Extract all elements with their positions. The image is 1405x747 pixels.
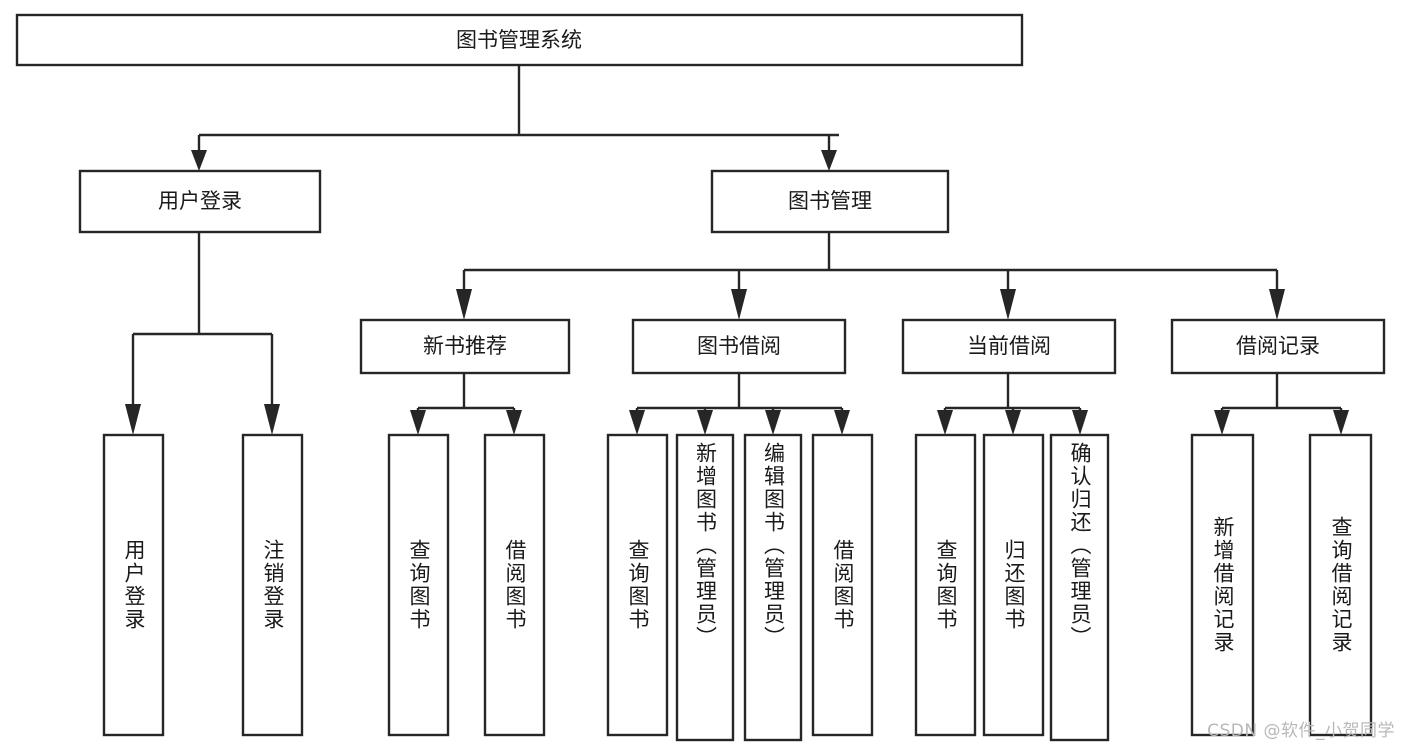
- arrow-leaf-edit-book: [765, 410, 781, 435]
- node-leaf-borrow-book-2-box[interactable]: [811, 433, 874, 737]
- arrow-leaf-return-book: [1005, 410, 1021, 435]
- arrow-leaf-add-book: [697, 410, 713, 435]
- csdn-watermark: CSDN @软件_小贺同学: [1207, 721, 1395, 741]
- leaf-boxes: [102, 433, 1373, 742]
- node-root-label: 图书管理系统: [456, 28, 582, 52]
- node-leaf-query-book-3-box[interactable]: [914, 433, 977, 737]
- node-leaf-add-record-box[interactable]: [1190, 433, 1255, 737]
- arrow-book-borrow: [731, 289, 747, 320]
- connector-group-book-manage-to-level3: [456, 232, 1285, 320]
- node-new-book-rec[interactable]: 新书推荐: [359, 318, 571, 375]
- arrow-user-login: [191, 150, 207, 171]
- arrow-borrow-record: [1269, 289, 1285, 320]
- node-borrow-record-label: 借阅记录: [1236, 334, 1320, 358]
- node-root-box[interactable]: [15, 13, 1024, 67]
- arrow-current-borrow: [1000, 289, 1016, 320]
- arrow-leaf-query-record: [1333, 410, 1349, 435]
- arrow-leaf-query-book-2: [629, 410, 645, 435]
- node-borrow-record[interactable]: 借阅记录: [1170, 318, 1386, 375]
- connector-group-new-book-rec-to-leaves: [410, 373, 522, 435]
- connector-group-current-borrow-to-leaves: [937, 373, 1088, 435]
- node-leaf-user-login-box[interactable]: [102, 433, 165, 737]
- arrow-book-manage: [821, 150, 837, 171]
- node-leaf-confirm-return-box[interactable]: [1049, 433, 1110, 742]
- node-new-book-rec-label: 新书推荐: [423, 334, 507, 358]
- arrow-new-book-rec: [456, 289, 472, 320]
- node-leaf-user-logout-box[interactable]: [241, 433, 304, 737]
- node-current-borrow[interactable]: 当前借阅: [901, 318, 1117, 375]
- node-book-borrow-box[interactable]: [631, 318, 847, 375]
- node-new-book-rec-box[interactable]: [359, 318, 571, 375]
- node-book-manage[interactable]: 图书管理: [710, 169, 950, 234]
- node-user-login[interactable]: 用户登录: [78, 169, 322, 234]
- node-book-borrow-label: 图书借阅: [697, 334, 781, 358]
- node-leaf-return-book-box[interactable]: [982, 433, 1045, 737]
- node-current-borrow-box[interactable]: [901, 318, 1117, 375]
- arrow-leaf-borrow-book-1: [506, 410, 522, 435]
- arrow-leaf-user-logout: [264, 404, 280, 435]
- arrow-leaf-user-login: [125, 404, 141, 435]
- node-root[interactable]: 图书管理系统: [15, 13, 1024, 67]
- node-leaf-query-book-1-box[interactable]: [387, 433, 450, 737]
- node-current-borrow-label: 当前借阅: [967, 334, 1051, 358]
- arrow-leaf-add-record: [1214, 410, 1230, 435]
- node-leaf-borrow-book-1-box[interactable]: [483, 433, 546, 737]
- node-user-login-box[interactable]: [78, 169, 322, 234]
- node-user-login-label: 用户登录: [158, 189, 242, 213]
- node-book-manage-label: 图书管理: [788, 189, 872, 213]
- arrow-leaf-borrow-book-2: [834, 410, 850, 435]
- node-leaf-add-book-box[interactable]: [675, 433, 735, 742]
- node-borrow-record-box[interactable]: [1170, 318, 1386, 375]
- arrow-leaf-confirm-return: [1072, 410, 1088, 435]
- connector-group-book-borrow-to-leaves: [629, 373, 850, 435]
- node-book-manage-box[interactable]: [710, 169, 950, 234]
- arrow-leaf-query-book-1: [410, 410, 426, 435]
- node-book-borrow[interactable]: 图书借阅: [631, 318, 847, 375]
- node-leaf-query-record-box[interactable]: [1308, 433, 1373, 737]
- connector-group-borrow-record-to-leaves: [1214, 373, 1349, 435]
- connector-group-root-to-level2: [191, 65, 839, 171]
- connector-group-user-login-to-leaves: [125, 232, 280, 435]
- arrow-leaf-query-book-3: [937, 410, 953, 435]
- node-leaf-edit-book-box[interactable]: [743, 433, 803, 742]
- node-leaf-query-book-2-box[interactable]: [606, 433, 669, 737]
